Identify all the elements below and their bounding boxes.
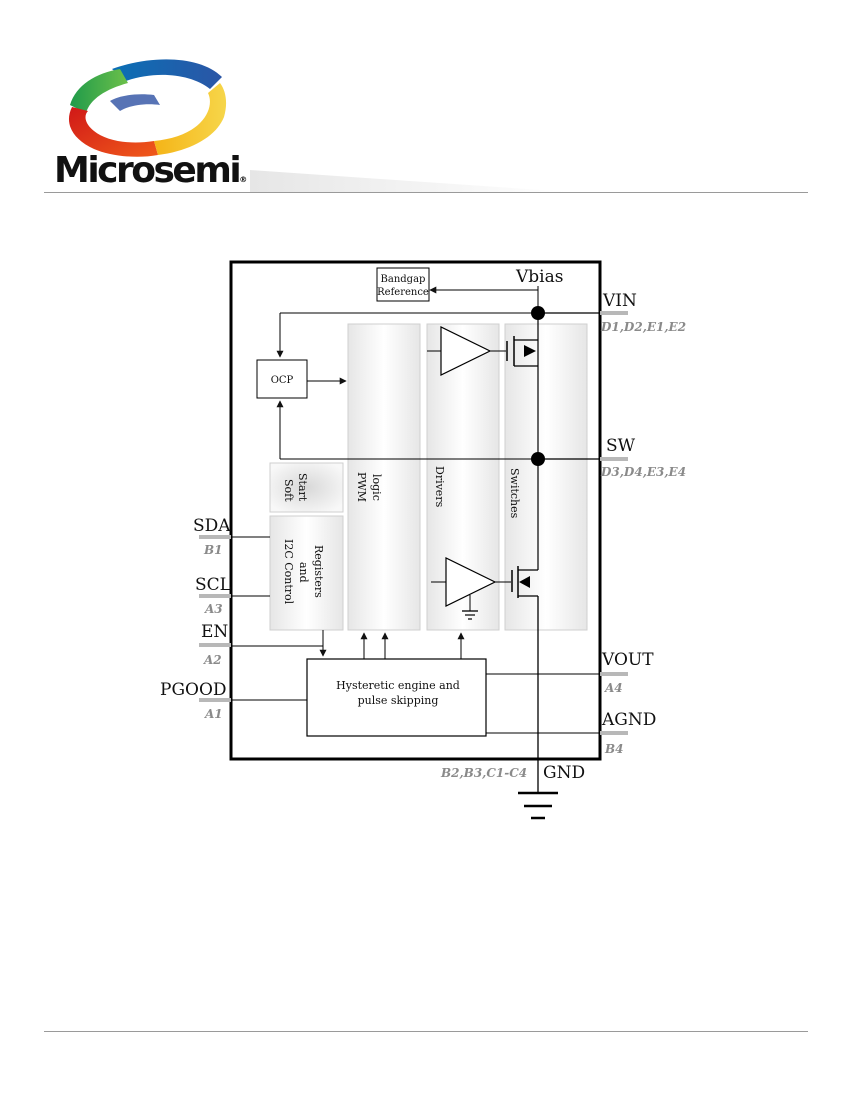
microsemi-logo-swirl [68, 59, 227, 157]
pin-gnd-name: GND [543, 763, 585, 783]
pin-pgood-name: PGOOD [160, 680, 227, 700]
i2c-label-3: Registers [312, 545, 325, 598]
pin-scl-name: SCL [195, 575, 231, 595]
bandgap-reference-block [376, 267, 430, 302]
bandgap-label-2: Reference [377, 287, 429, 298]
microsemi-wordmark: Microsemi® [54, 150, 248, 191]
high-side-mosfet [506, 336, 538, 367]
low-side-driver [431, 557, 511, 620]
pin-agnd-stub [600, 731, 628, 735]
pin-pgood-stub [199, 698, 231, 702]
hysteretic-label-2: pulse skipping [358, 694, 439, 707]
switches-label: Switches [508, 468, 521, 519]
ground-symbol [518, 791, 558, 820]
pin-vout-name: VOUT [601, 650, 654, 670]
soft-start-label-1: Soft [282, 479, 295, 502]
pwm-label-1: PWM [355, 472, 368, 502]
pin-scl-stub [199, 594, 231, 598]
pin-agnd-name: AGND [601, 710, 656, 730]
pin-vout-number: A4 [604, 681, 623, 695]
i2c-control-block [269, 515, 344, 631]
pin-gnd-number: B2,B3,C1-C4 [440, 766, 527, 780]
pwm-label-2: logic [370, 474, 383, 501]
pin-sw-name: SW [606, 436, 636, 456]
drivers-label: Drivers [433, 466, 446, 508]
pin-en-stub [199, 643, 231, 647]
pin-agnd-number: B4 [604, 742, 624, 756]
pin-sda-number: B1 [203, 543, 223, 557]
pin-scl-number: A3 [204, 602, 223, 616]
brand-name: Microsemi [54, 150, 242, 191]
pin-en-name: EN [201, 622, 228, 642]
chip-outline [229, 260, 602, 761]
bandgap-label-1: Bandgap [381, 274, 426, 285]
vbias-label: Vbias [515, 267, 563, 287]
low-side-mosfet [511, 560, 539, 598]
ocp-label: OCP [271, 375, 294, 386]
pin-sda-name: SDA [193, 516, 231, 536]
i2c-label-2: and [297, 562, 310, 583]
pin-en-number: A2 [203, 653, 222, 667]
pin-sda-stub [199, 535, 231, 539]
soft-start-block [269, 462, 344, 513]
header-rule [44, 192, 808, 193]
high-side-driver [427, 326, 506, 376]
ocp-block [256, 359, 308, 399]
pwm-logic-block [347, 323, 421, 631]
i2c-label-1: I2C Control [282, 539, 295, 605]
pin-sw-stub [600, 457, 628, 461]
pin-vin-name: VIN [602, 291, 637, 311]
soft-start-label-2: Start [296, 473, 309, 502]
pin-vout-stub [600, 672, 628, 676]
pin-pgood-number: A1 [204, 707, 223, 721]
pin-vin-number: D1,D2,E1,E2 [600, 320, 686, 334]
pin-sw-number: D3,D4,E3,E4 [600, 465, 686, 479]
footer-rule [44, 1031, 808, 1032]
pin-vin-stub [600, 311, 628, 315]
hysteretic-engine-block [306, 658, 487, 737]
hysteretic-label-1: Hysteretic engine and [336, 679, 460, 692]
